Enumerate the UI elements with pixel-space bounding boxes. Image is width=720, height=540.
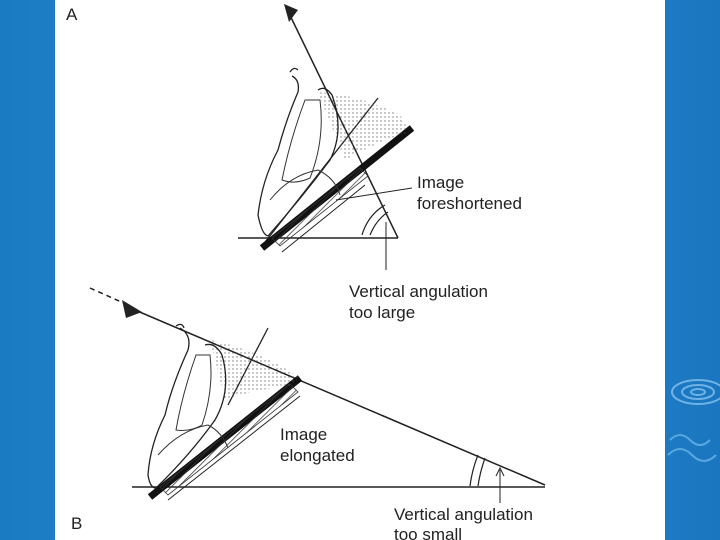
tooth-outline-a (257, 75, 339, 237)
ray-arrow-a (284, 4, 298, 22)
angle-arc-b (469, 454, 479, 487)
central-ray-dashed-b (89, 287, 129, 306)
panel-label-b: B (71, 514, 82, 533)
angle-arc-a (361, 204, 386, 236)
ripple-decoration (667, 379, 720, 462)
image-arrow-a (281, 184, 366, 253)
angle-a-line2: too large (349, 303, 415, 322)
gum-stipple-a (318, 92, 410, 160)
angle-b-line1: Vertical angulation (394, 505, 533, 524)
diagram-b (89, 287, 546, 503)
caption-a-line2: foreshortened (417, 194, 522, 213)
image-hatch-b (159, 383, 299, 496)
caption-a-line1: Image (417, 173, 464, 192)
angle-a-line1: Vertical angulation (349, 282, 488, 301)
caption-b-line2: elongated (280, 446, 355, 465)
leader-image-a (335, 187, 413, 201)
diagram-a (238, 4, 415, 270)
gum-stipple-b (210, 340, 300, 400)
caption-b-line1: Image (280, 425, 327, 444)
angle-b-line2: too small (394, 525, 462, 540)
panel-label-a: A (66, 5, 78, 24)
content-panel (55, 0, 665, 540)
central-ray-b (134, 309, 546, 486)
tooth-outline-b (147, 327, 227, 489)
ray-arrow-b (122, 300, 142, 318)
image-arrow-b (167, 395, 301, 501)
image-hatch-a (271, 167, 369, 247)
